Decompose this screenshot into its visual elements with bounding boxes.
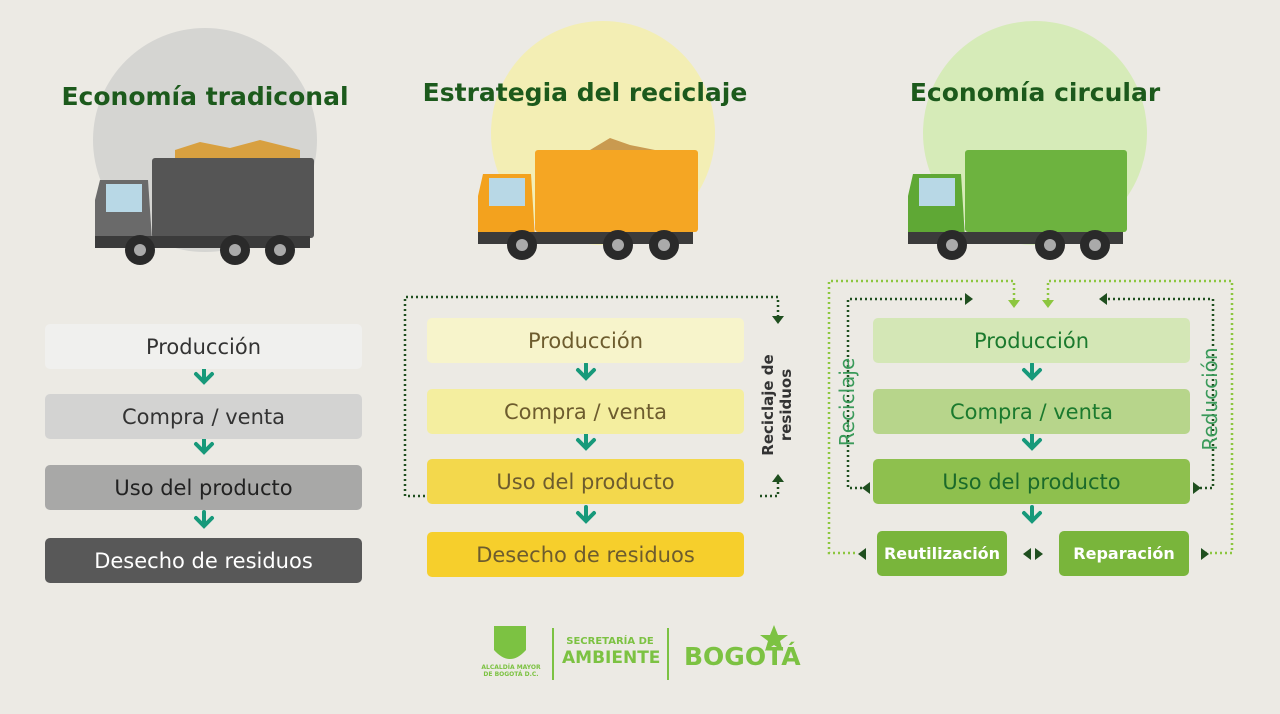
star-icon: [760, 625, 788, 651]
inner-loop-connector: [846, 297, 1215, 490]
arrow-down-icon: [1022, 362, 1042, 380]
title-recycling: Estrategia del reciclaje: [422, 78, 748, 107]
bogota-logo: BOGOTÁ: [684, 642, 801, 671]
step-compra-venta: Compra / venta: [873, 389, 1190, 434]
arrow-down-icon: [194, 510, 214, 528]
step-produccion: Producción: [873, 318, 1190, 363]
arrow-down-icon: [576, 362, 596, 380]
alcaldia-logo-text: ALCALDÍA MAYOR DE BOGOTÁ D.C.: [481, 664, 541, 678]
step-uso: Uso del producto: [427, 459, 744, 504]
bidirectional-arrow-icon: [1023, 548, 1043, 560]
gray-truck-icon: [95, 140, 314, 265]
arrow-down-icon: [194, 436, 214, 454]
secretaria-line1: SECRETARÍA DE: [566, 636, 654, 647]
title-circular: Economía circular: [909, 78, 1161, 107]
reduccion-label: Reducción: [1198, 347, 1222, 451]
step-uso: Uso del producto: [873, 459, 1190, 504]
step-uso: Uso del producto: [45, 465, 362, 510]
arrow-down-icon: [194, 366, 214, 384]
step-compra-venta: Compra / venta: [427, 389, 744, 434]
arrow-down-icon: [1022, 432, 1042, 450]
recycling-loop-connector: [403, 295, 780, 498]
step-produccion: Producción: [45, 324, 362, 369]
arrow-down-icon: [1022, 505, 1042, 523]
step-produccion: Producción: [427, 318, 744, 363]
step-desecho: Desecho de residuos: [45, 538, 362, 583]
title-traditional: Economía tradiconal: [61, 82, 349, 111]
yellow-truck-icon: [478, 138, 698, 260]
arrow-down-icon: [576, 432, 596, 450]
arrow-down-icon: [576, 505, 596, 523]
step-desecho: Desecho de residuos: [427, 532, 744, 577]
recycling-loop-label: Reciclaje de residuos: [759, 354, 795, 456]
step-reutilizacion: Reutilización: [877, 531, 1007, 576]
secretaria-line2: AMBIENTE: [562, 648, 661, 668]
step-compra-venta: Compra / venta: [45, 394, 362, 439]
outer-loop-connector: [827, 279, 1234, 555]
step-reparacion: Reparación: [1059, 531, 1189, 576]
green-truck-icon: [908, 150, 1127, 260]
reciclaje-label: Reciclaje: [835, 357, 859, 447]
alcaldia-shield-icon: [494, 626, 526, 659]
